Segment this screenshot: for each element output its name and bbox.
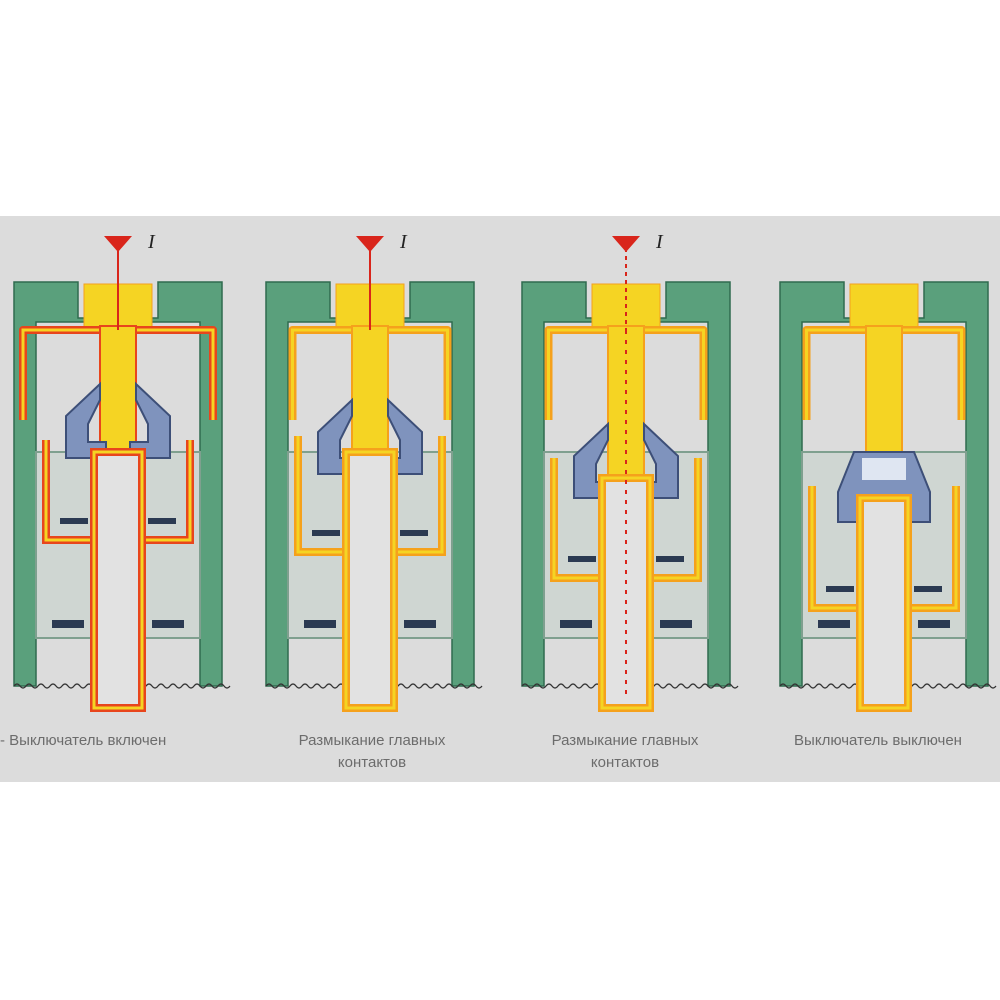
caption-breaker-closed: - Выключатель включен (0, 730, 232, 752)
left-contact-jaw (65, 381, 107, 459)
caption-line: - Выключатель включен (0, 732, 167, 749)
spring-part (148, 518, 176, 524)
guide-part (918, 620, 950, 628)
guide-part (304, 620, 336, 628)
breaker-stage-arcing: I (521, 231, 739, 712)
breaker-stage-closed: I (13, 231, 231, 712)
upper-terminal (849, 283, 919, 329)
guide-part (404, 620, 436, 628)
guide-part (818, 620, 850, 628)
spring-part (60, 518, 88, 524)
current-arrow-icon (612, 236, 640, 252)
breaker-stage-open (779, 281, 997, 712)
caption-arcing-contacts-opening: Размыкание главных контактов (500, 730, 750, 774)
contact-highlight (862, 458, 906, 480)
guide-part (660, 620, 692, 628)
current-arrow-icon (356, 236, 384, 252)
moving-contact-rod (90, 448, 146, 712)
caption-main-contacts-opening: Размыкание главных контактов (248, 730, 496, 774)
caption-line: контактов (337, 754, 407, 771)
right-contact-jaw (129, 381, 171, 459)
caption-line: контактов (590, 754, 660, 771)
arcing-contact-stem (99, 325, 137, 461)
caption-line: Размыкание главных (551, 732, 699, 749)
caption-line: Размыкание главных (298, 732, 446, 749)
guide-part (152, 620, 184, 628)
moving-contact-rod-core (92, 450, 144, 710)
spring-part (400, 530, 428, 536)
current-label: I (147, 231, 156, 253)
moving-contact-rod (856, 494, 912, 712)
moving-contact-rod (342, 448, 398, 712)
housing (521, 281, 731, 687)
arcing-contact-stem (865, 325, 903, 461)
moving-contact-rod-core (344, 450, 396, 710)
current-label: I (655, 231, 664, 253)
spring-part (312, 530, 340, 536)
spring-part (656, 556, 684, 562)
current-arrow-icon (104, 236, 132, 252)
spring-part (826, 586, 854, 592)
spring-part (914, 586, 942, 592)
arcing-contact-stem (351, 325, 389, 459)
moving-contact-rod-core (858, 496, 910, 710)
guide-part (52, 620, 84, 628)
guide-part (560, 620, 592, 628)
spring-part (568, 556, 596, 562)
breaker-stage-opening: I (265, 231, 483, 712)
housing (13, 281, 223, 687)
housing (779, 281, 989, 687)
moving-contact-rod-core (600, 476, 652, 710)
current-label: I (399, 231, 408, 253)
caption-line: Выключатель выключен (794, 732, 962, 749)
caption-breaker-open: Выключатель выключен (756, 730, 1000, 752)
housing (265, 281, 475, 687)
